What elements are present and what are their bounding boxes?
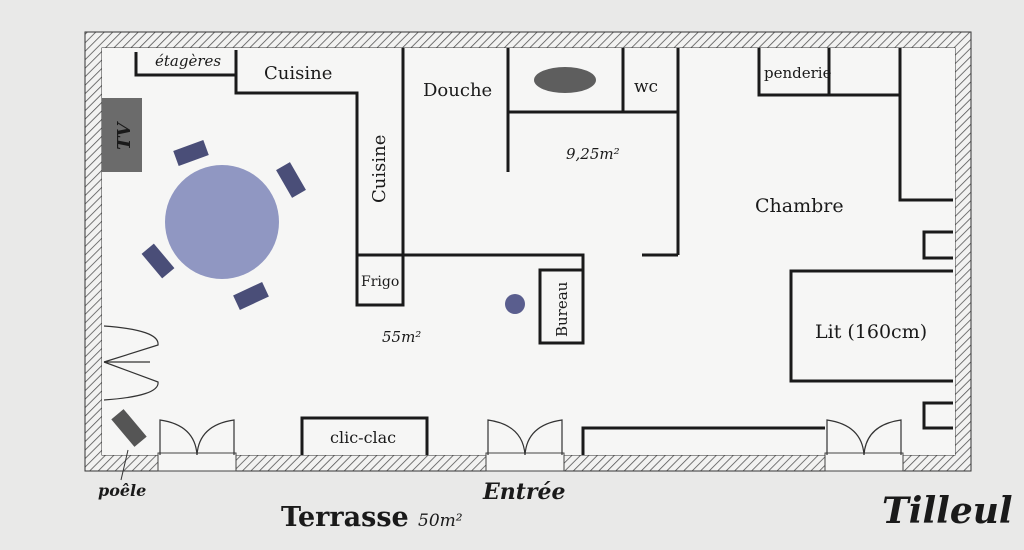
label-terrasse: Terrasse	[281, 502, 409, 533]
door-leaf	[487, 419, 526, 456]
label-bureau: Bureau	[553, 281, 571, 337]
label-poele: poêle	[98, 481, 146, 500]
label-entree: Entrée	[482, 479, 566, 505]
label-cuisine-top: Cuisine	[264, 63, 332, 84]
bathtub	[534, 67, 596, 93]
door-leaf	[196, 419, 235, 456]
label-etageres: étagères	[155, 52, 221, 70]
closet-wall	[898, 48, 953, 202]
door-leaf	[159, 419, 198, 456]
stove	[111, 409, 147, 447]
chair	[141, 243, 175, 279]
label-chambre: Chambre	[755, 195, 844, 217]
tv	[102, 98, 142, 172]
label-tv: TV	[114, 121, 135, 150]
label-lit: Lit (160cm)	[815, 321, 927, 343]
clic-clac-frame	[300, 416, 429, 455]
door-leaf	[826, 419, 865, 456]
bureau-wall	[403, 253, 585, 345]
chairs	[141, 140, 306, 311]
label-wc: wc	[634, 77, 658, 97]
door-leaf	[524, 419, 563, 456]
label-frigo: Frigo	[361, 274, 399, 290]
interior-walls	[134, 48, 953, 455]
door-opening-left	[157, 452, 237, 472]
door-opening-entree	[485, 452, 565, 472]
signature: Tilleul	[882, 490, 1013, 532]
label-terrasse-area: 50m²	[418, 511, 463, 531]
label-area-bath: 9,25m²	[566, 145, 620, 163]
kitchen-wall	[234, 48, 405, 307]
chair	[233, 281, 269, 311]
door-opening-right	[824, 452, 904, 472]
stove-pointer	[120, 449, 129, 481]
desk-chair	[505, 294, 525, 314]
chair	[276, 162, 306, 198]
bottom-doors	[159, 419, 902, 456]
label-cuisine-side: Cuisine	[369, 135, 390, 203]
door-leaf	[863, 419, 902, 456]
label-area-main: 55m²	[382, 328, 421, 346]
chair	[173, 140, 209, 166]
dining-table	[165, 165, 279, 279]
label-penderie: penderie	[764, 64, 832, 82]
bed-frame	[789, 269, 953, 383]
label-clic-clac: clic-clac	[330, 428, 396, 447]
left-door	[102, 325, 159, 401]
nightstand-top	[922, 230, 953, 260]
entrance-wall	[581, 426, 825, 455]
penderie-wall	[757, 48, 900, 97]
label-douche: Douche	[423, 80, 492, 101]
nightstand-bottom	[922, 401, 953, 430]
shelf-wall	[134, 52, 236, 77]
